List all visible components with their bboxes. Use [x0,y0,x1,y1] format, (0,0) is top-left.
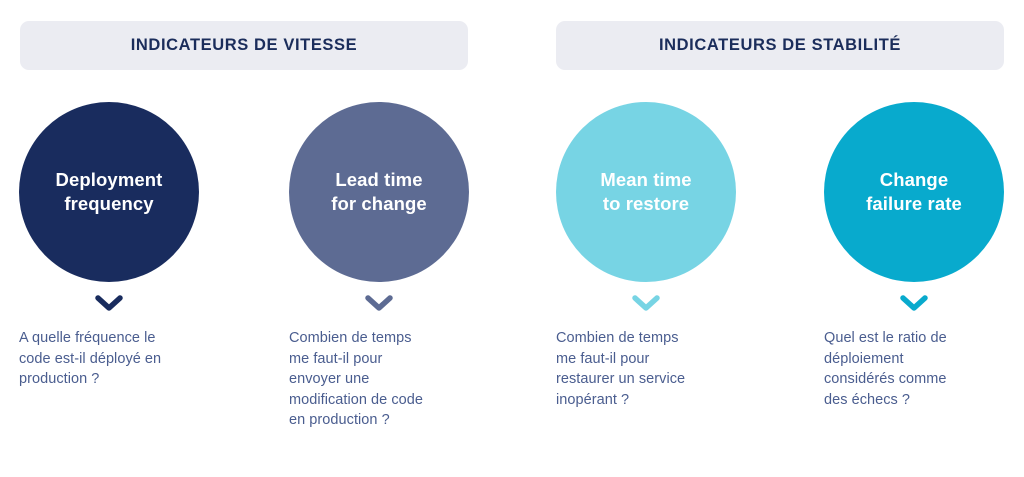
metric-card-change-failure-rate: Change failure rate Quel est le ratio de… [824,102,1004,410]
group-banner-vitesse: INDICATEURS DE VITESSE [20,21,468,70]
group-banner-title: INDICATEURS DE STABILITÉ [658,36,902,54]
metric-circle-label: Lead time for change [331,168,427,214]
metric-circle: Deployment frequency [19,102,199,282]
metric-caption: A quelle fréquence le code est-il déploy… [19,330,162,388]
chevron-down-icon [824,282,1004,316]
metric-circle: Lead time for change [289,102,469,282]
group-banner-stabilite: INDICATEURS DE STABILITÉ [556,21,1004,70]
metric-caption: Quel est le ratio de déploiement considé… [824,330,947,408]
group-banner-title: INDICATEURS DE VITESSE [130,36,358,54]
metric-circle: Change failure rate [824,102,1004,282]
metric-circle: Mean time to restore [556,102,736,282]
metric-caption: Combien de temps me faut-il pour restaur… [556,330,686,408]
chevron-down-icon [289,282,469,316]
metric-caption: Combien de temps me faut-il pour envoyer… [289,330,423,429]
chevron-down-icon [19,282,199,316]
metric-card-mean-time-to-restore: Mean time to restore Combien de temps me… [556,102,736,410]
metric-circle-label: Mean time to restore [600,168,692,214]
metric-circle-label: Change failure rate [866,168,962,214]
metric-card-deployment-frequency: Deployment frequency A quelle fréquence … [19,102,199,390]
metric-circle-label: Deployment frequency [55,168,163,214]
chevron-down-icon [556,282,736,316]
metric-card-lead-time-for-change: Lead time for change Combien de temps me… [289,102,469,431]
